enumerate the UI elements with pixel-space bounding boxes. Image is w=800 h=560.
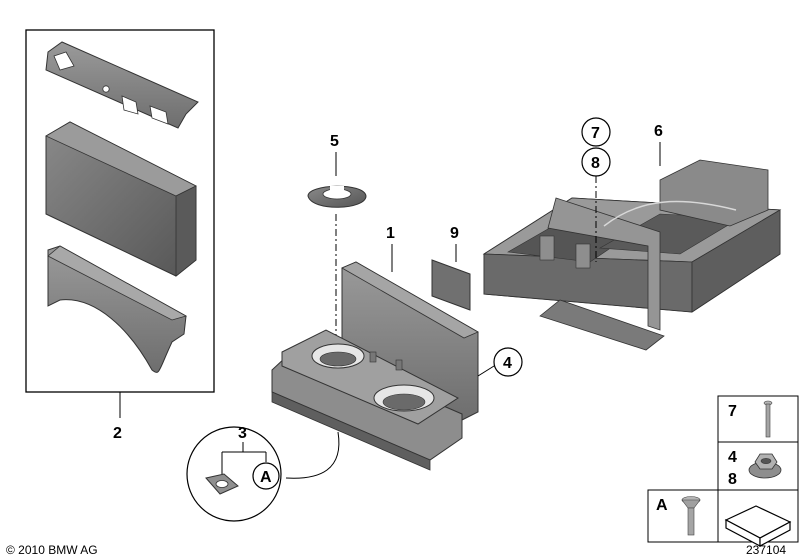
trim-strip-icon[interactable]	[45, 41, 199, 129]
legend-label-screw[interactable]: 7	[728, 403, 737, 420]
callout-part-4[interactable]: 4	[503, 355, 512, 372]
copyright-text: © 2010 BMW AG	[6, 543, 98, 557]
part-2-group	[25, 29, 215, 393]
diagram-number: 237104	[746, 543, 786, 557]
part-4-leader	[477, 365, 495, 377]
callout-circle-detail-a	[252, 462, 280, 490]
callout-part-3[interactable]: 3	[238, 425, 247, 442]
lid-pad-icon[interactable]	[45, 121, 197, 277]
callout-part-2[interactable]: 2	[113, 425, 122, 442]
countersunk-screw-icon[interactable]	[681, 496, 701, 536]
arch-trim-icon[interactable]	[47, 245, 188, 373]
detail-3-leader-curve	[285, 431, 340, 479]
legend-label-nut-8[interactable]: 8	[728, 471, 737, 488]
callout-part-5[interactable]: 5	[330, 133, 339, 150]
clip-icon[interactable]	[307, 185, 367, 208]
flange-nut-icon[interactable]	[748, 453, 782, 479]
callout-circle-part-4	[493, 347, 523, 377]
callout-circle-part-7	[581, 117, 611, 147]
callout-part-1[interactable]: 1	[386, 225, 395, 242]
pad-icon[interactable]	[431, 259, 471, 311]
callout-part-6[interactable]: 6	[654, 123, 663, 140]
callout-detail-a[interactable]: A	[260, 469, 272, 486]
screw-icon[interactable]	[763, 400, 773, 438]
fastener-legend: 7 4 8 A	[647, 395, 799, 547]
legend-label-a[interactable]: A	[656, 497, 668, 514]
detail-3-group: 3 A	[186, 425, 340, 522]
grommet-icon[interactable]	[205, 473, 239, 495]
legend-label-nut-4[interactable]: 4	[728, 449, 737, 466]
callout-part-9[interactable]: 9	[450, 225, 459, 242]
callout-part-8[interactable]: 8	[591, 155, 600, 172]
detail-3-circle	[186, 426, 282, 522]
bracket-frame-icon[interactable]	[482, 159, 782, 351]
legend-bottom-frame	[647, 489, 799, 543]
installation-arrow-icon	[724, 505, 792, 547]
callout-part-7[interactable]: 7	[591, 125, 600, 142]
cup-holder-icon[interactable]	[271, 261, 479, 471]
